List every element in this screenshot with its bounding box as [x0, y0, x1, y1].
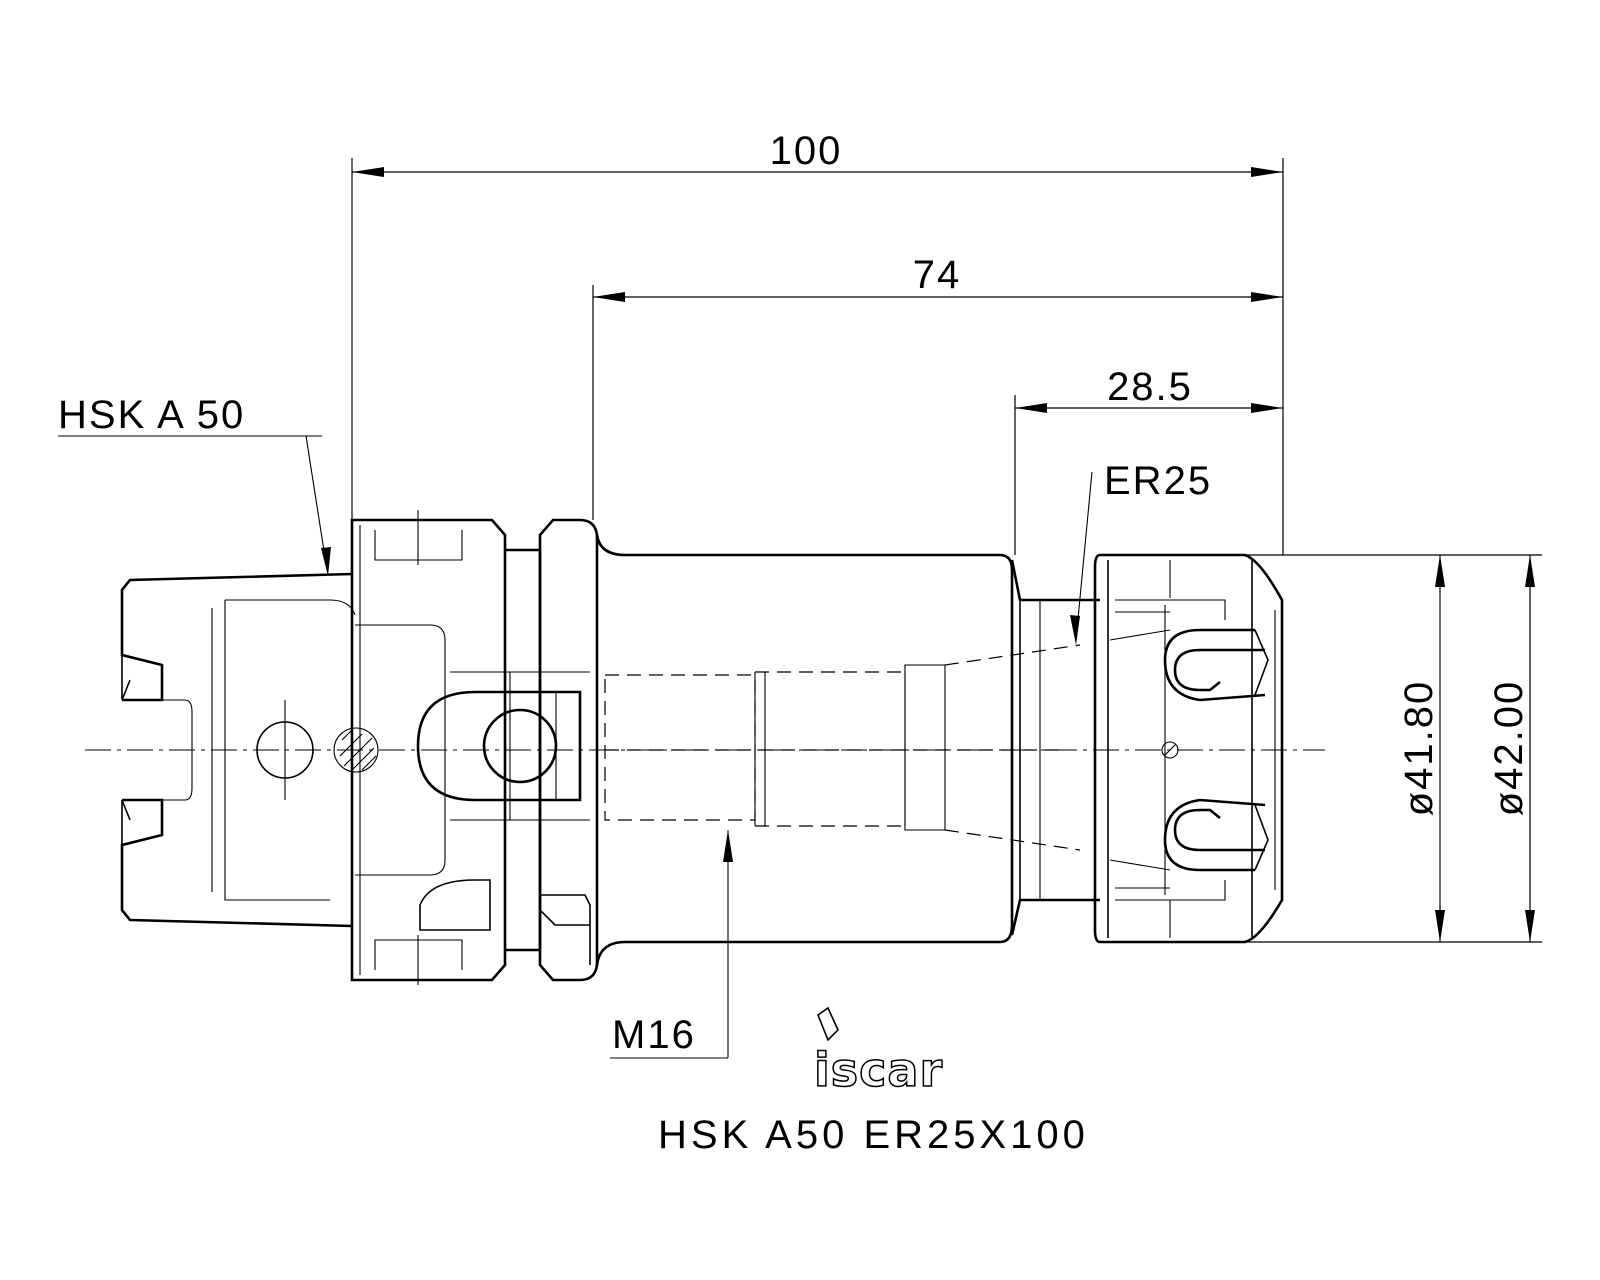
part-number: HSK A50 ER25X100 — [658, 1113, 1089, 1157]
hsk-shank — [120, 572, 379, 928]
internal-bore — [604, 644, 1081, 851]
main-body — [595, 534, 1100, 966]
brand-logo-text: iscar — [814, 1043, 943, 1097]
callout-thread: M16 — [610, 830, 733, 1059]
callout-collet-label: ER25 — [1104, 459, 1212, 503]
dimension-overall-length: 100 — [351, 129, 1284, 555]
collet-nut — [1093, 553, 1284, 944]
callout-shank: HSK A 50 — [58, 393, 331, 576]
flange — [350, 510, 599, 985]
dimension-gauge-to-nose: 74 — [592, 253, 1283, 520]
dimension-nut-diameter-1: ø41.80 — [1230, 554, 1455, 943]
dimension-nose-length-value: 28.5 — [1107, 365, 1193, 409]
callout-thread-label: M16 — [612, 1013, 696, 1057]
callout-collet: ER25 — [1070, 459, 1212, 645]
dimension-nut-diameter-1-value: ø41.80 — [1397, 680, 1441, 817]
callout-shank-label: HSK A 50 — [58, 393, 245, 437]
dimension-nut-diameter-2: ø42.00 — [1455, 554, 1542, 943]
clamping-slot — [416, 671, 590, 821]
dimension-nut-diameter-2-value: ø42.00 — [1487, 680, 1531, 817]
dimension-nose-length: 28.5 — [1014, 365, 1283, 555]
dimension-gauge-to-nose-value: 74 — [913, 253, 962, 297]
dimension-overall-length-value: 100 — [770, 129, 843, 173]
brand-logo: iscar — [813, 1006, 943, 1098]
